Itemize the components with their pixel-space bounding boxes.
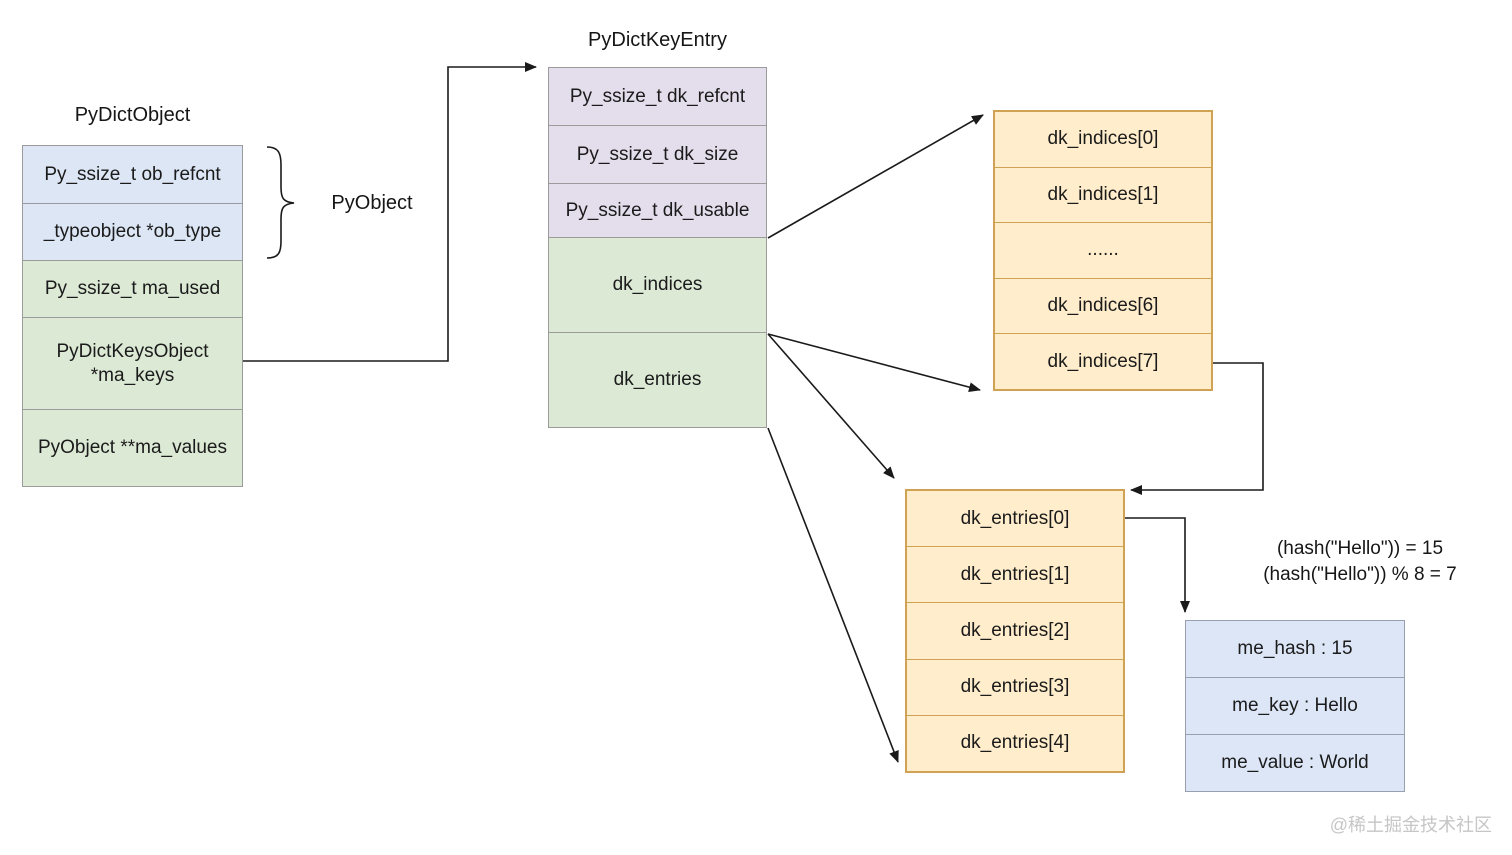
table-row: me_key : Hello — [1186, 677, 1404, 734]
table-row: Py_ssize_t dk_size — [549, 125, 766, 183]
pydictkeyentry-title: PyDictKeyEntry — [588, 29, 727, 51]
table-row: dk_entries — [549, 332, 766, 427]
pyobject-label: PyObject — [331, 192, 413, 214]
watermark: @稀土掘金技术社区 — [1329, 815, 1492, 835]
table-row: dk_entries[2] — [907, 602, 1123, 659]
pydictobject-table: Py_ssize_t ob_refcnt _typeobject *ob_typ… — [22, 145, 243, 487]
table-row: dk_entries[3] — [907, 658, 1123, 715]
pyobject-brace — [266, 146, 295, 259]
table-row: dk_entries[1] — [907, 546, 1123, 603]
dk-indices-array-table: dk_indices[0] dk_indices[1] ...... dk_in… — [993, 110, 1213, 391]
table-row: Py_ssize_t ma_used — [23, 260, 242, 317]
table-row: dk_indices[1] — [995, 166, 1211, 223]
table-row: me_value : World — [1186, 734, 1404, 791]
arrow-dkentries-field-to-entries-array-top — [767, 333, 895, 479]
table-row: dk_entries[0] — [907, 491, 1123, 547]
arrow-to-indices-array-bottom — [767, 333, 981, 393]
hash-note-line1: (hash("Hello")) = 15 — [1276, 538, 1444, 559]
arrow-to-entries-array-bottom — [767, 427, 899, 763]
pydictobject-title: PyDictObject — [74, 104, 191, 126]
table-row: dk_indices[0] — [995, 112, 1211, 167]
table-row: Py_ssize_t ob_refcnt — [23, 146, 242, 203]
entry-detail-table: me_hash : 15 me_key : Hello me_value : W… — [1185, 620, 1405, 792]
hash-note: (hash("Hello")) = 15 (hash("Hello")) % 8… — [1235, 536, 1485, 588]
hash-note-line2: (hash("Hello")) % 8 = 7 — [1263, 564, 1457, 585]
table-row: _typeobject *ob_type — [23, 203, 242, 260]
table-row: dk_indices[6] — [995, 277, 1211, 334]
arrow-dkindices-field-to-indices-array-top — [767, 114, 984, 239]
table-row: dk_entries[4] — [907, 714, 1123, 772]
table-row: Py_ssize_t dk_usable — [549, 183, 766, 237]
table-row: me_hash : 15 — [1186, 621, 1404, 677]
pydictkeyentry-table: Py_ssize_t dk_refcnt Py_ssize_t dk_size … — [548, 67, 767, 428]
table-row: Py_ssize_t dk_refcnt — [549, 68, 766, 125]
table-row: dk_indices[7] — [995, 333, 1211, 389]
table-row: ...... — [995, 222, 1211, 278]
table-row: PyDictKeysObject *ma_keys — [23, 317, 242, 409]
table-row: PyObject **ma_values — [23, 409, 242, 486]
table-row: dk_indices — [549, 237, 766, 332]
dk-entries-array-table: dk_entries[0] dk_entries[1] dk_entries[2… — [905, 489, 1125, 773]
